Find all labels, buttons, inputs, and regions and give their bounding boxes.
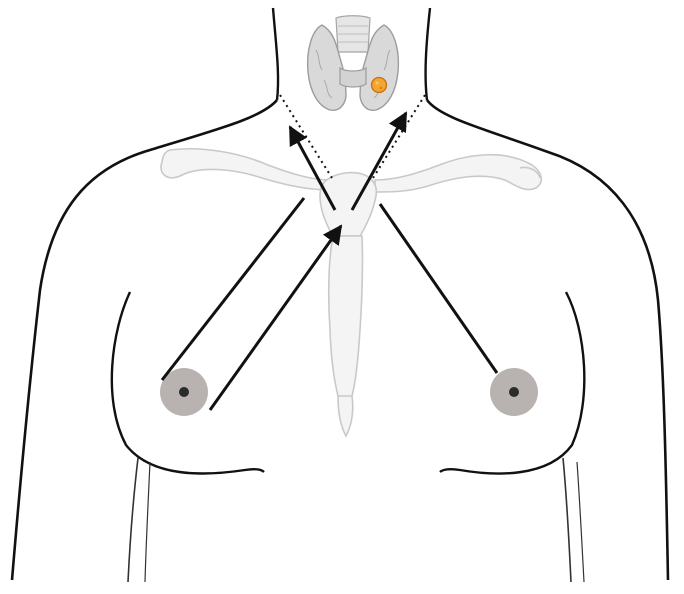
right-arrow-to-thyroid [352, 113, 406, 210]
right-arm-inner-line-2 [577, 462, 584, 582]
left-inner-arrow [210, 226, 341, 410]
thyroid-nodule-icon [372, 78, 387, 93]
thyroid-gland-icon [308, 16, 399, 111]
left-arrow-to-thyroid [290, 127, 335, 210]
sternum [320, 173, 376, 436]
neck-right-outline [426, 8, 430, 100]
right-areola-icon [490, 368, 538, 416]
left-arm-inner-line [128, 458, 138, 582]
right-line [380, 204, 497, 373]
left-arm-inner-line-2 [145, 462, 150, 582]
neck-left-outline [273, 8, 278, 100]
right-arm-inner-line [563, 458, 571, 582]
left-outer-line [162, 198, 304, 380]
clavicle-right [375, 155, 541, 192]
